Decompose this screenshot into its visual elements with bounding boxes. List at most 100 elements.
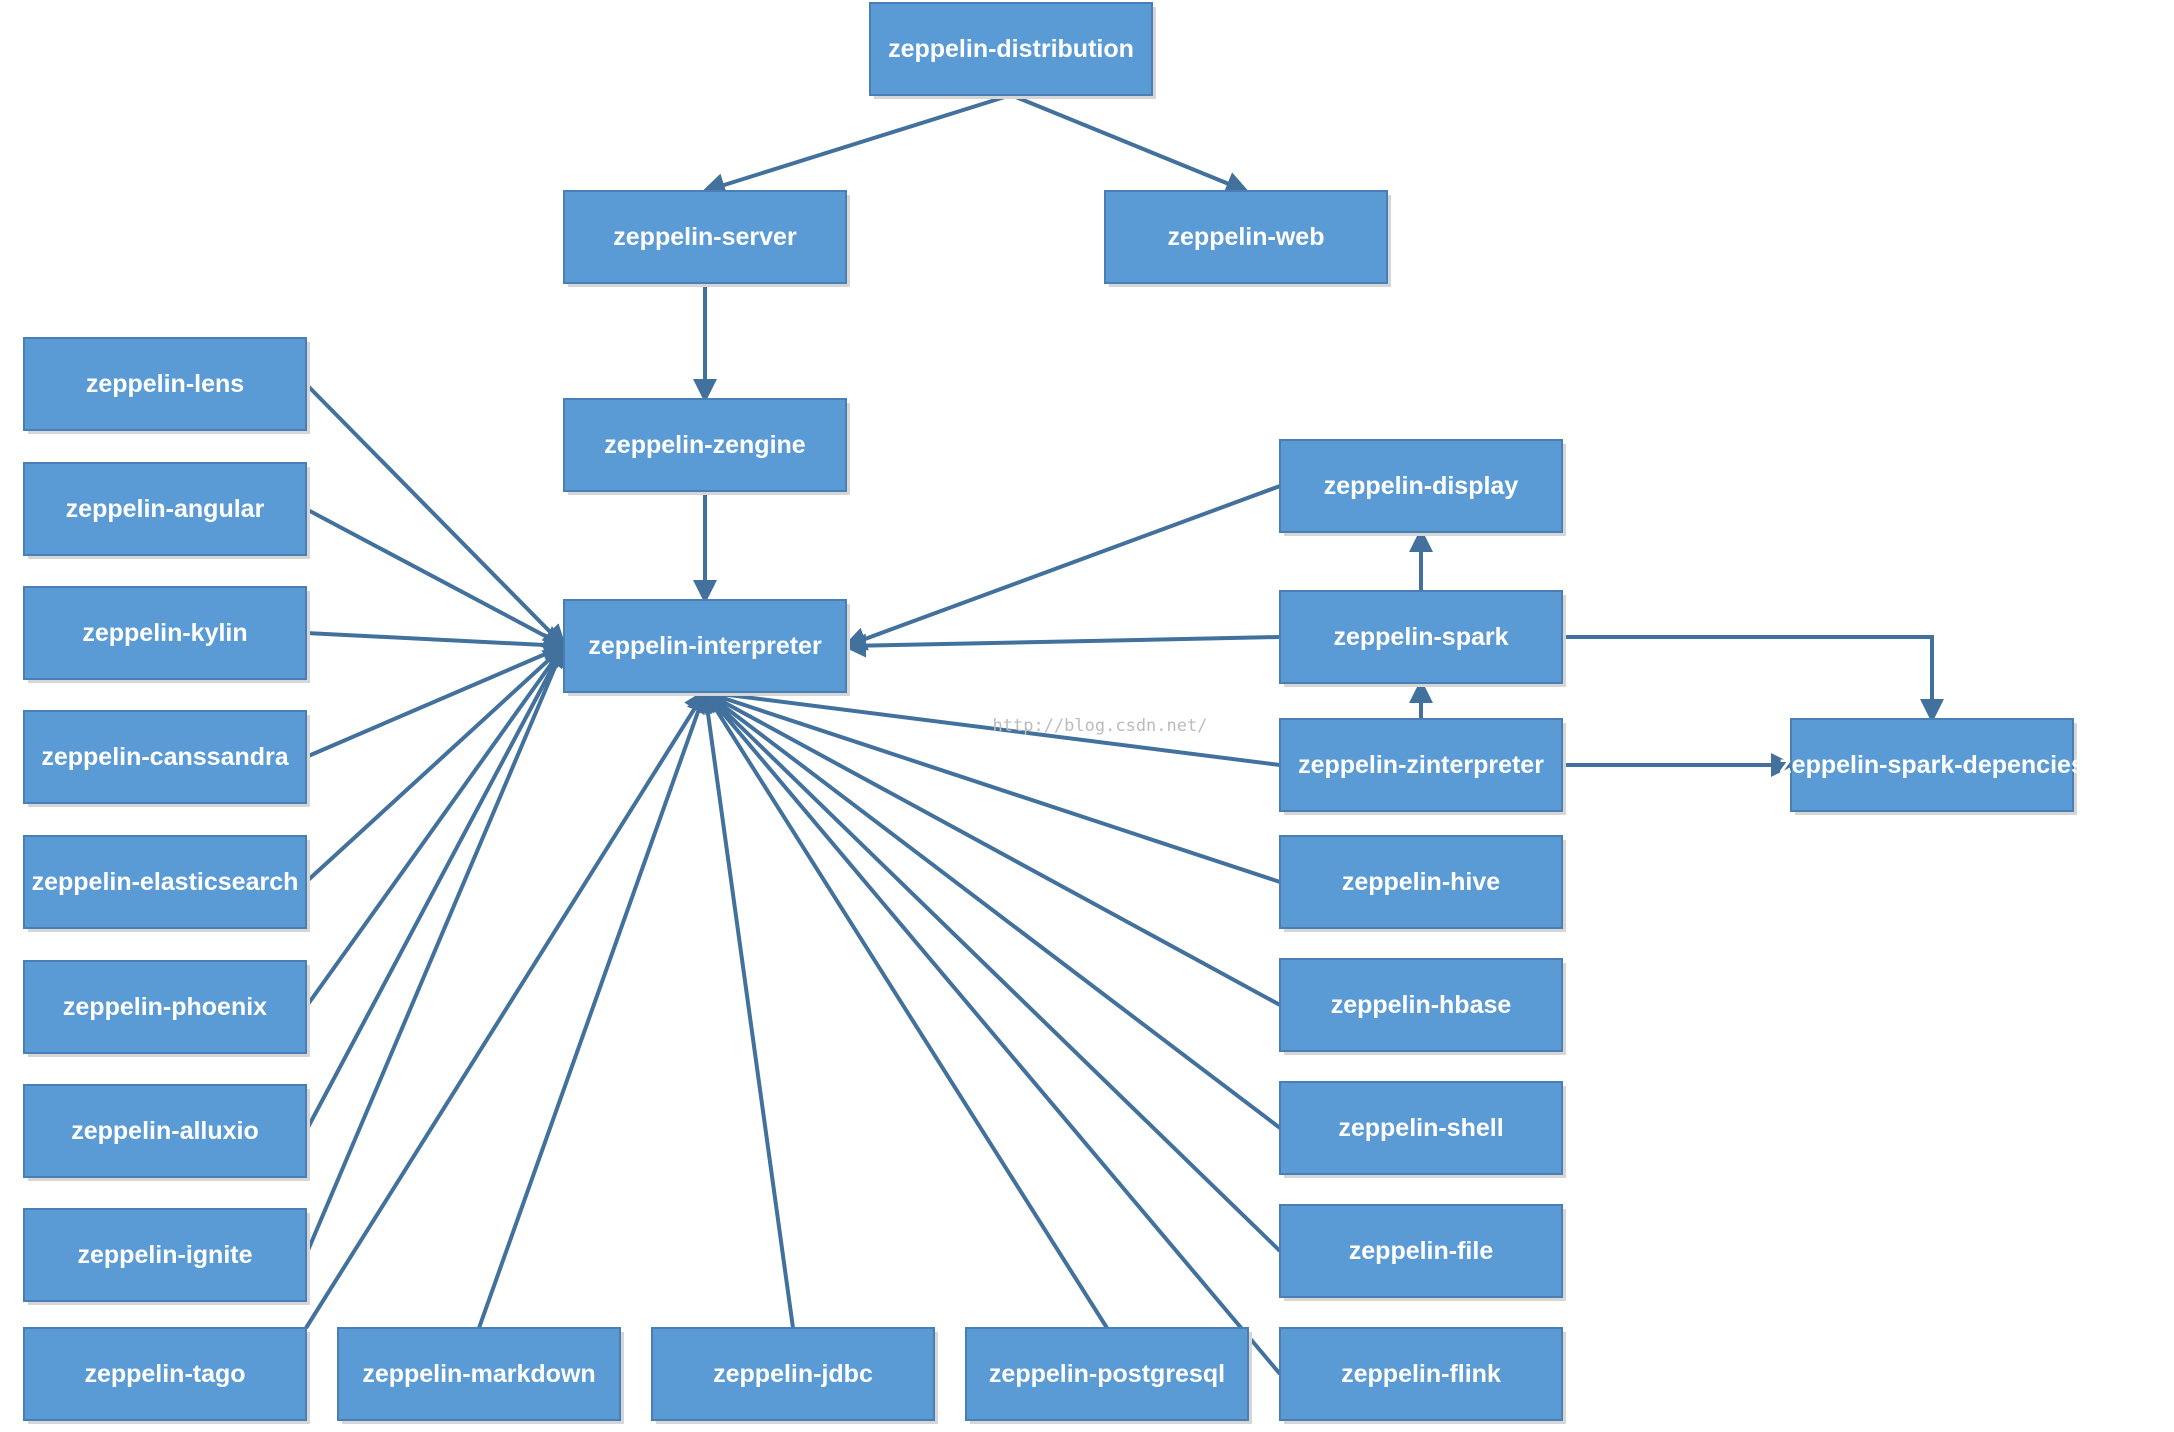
node-box xyxy=(563,398,847,492)
node-box xyxy=(1279,1327,1563,1421)
node-jdbc: zeppelin-jdbc xyxy=(651,1327,938,1424)
node-label: zeppelin-spark xyxy=(1333,623,1508,651)
node-box xyxy=(23,462,307,556)
edge-flink-to-interpreter xyxy=(702,688,1282,1376)
edge-markdown-to-interpreter xyxy=(477,688,710,1329)
edge-tago-to-interpreter xyxy=(304,688,708,1330)
node-label: zeppelin-spark-depencies xyxy=(1779,751,2085,779)
edge-file-to-interpreter xyxy=(702,689,1282,1253)
node-file: zeppelin-file xyxy=(1279,1204,1566,1301)
edge-hive-to-interpreter xyxy=(701,686,1281,884)
edges-layer xyxy=(304,93,1944,1376)
node-interpreter: zeppelin-interpreter xyxy=(563,599,850,696)
node-box xyxy=(563,599,847,693)
node-label: zeppelin-display xyxy=(1324,472,1519,500)
edge-phoenix-to-interpreter xyxy=(304,642,567,1009)
nodes-layer: zeppelin-distribution zeppelin-server zepp… xyxy=(23,2,2085,1424)
node-box xyxy=(1279,835,1563,929)
edge-distribution-to-web xyxy=(1010,93,1250,195)
node-label: zeppelin-jdbc xyxy=(713,1360,873,1388)
node-box xyxy=(23,1208,307,1302)
node-label: zeppelin-flink xyxy=(1341,1360,1501,1388)
node-box xyxy=(337,1327,621,1421)
node-box xyxy=(23,586,307,680)
node-label: zeppelin-interpreter xyxy=(588,632,822,660)
node-box xyxy=(1279,958,1563,1052)
node-box xyxy=(1279,1081,1563,1175)
node-label: zeppelin-alluxio xyxy=(71,1117,259,1145)
edge-spark-to-interpreter xyxy=(842,633,1281,658)
edge-alluxio-to-interpreter xyxy=(304,642,566,1132)
watermark-text: http://blog.csdn.net/ xyxy=(993,716,1208,736)
node-box xyxy=(23,337,307,431)
edge-canssandra-to-interpreter xyxy=(305,642,568,759)
node-box xyxy=(563,190,847,284)
edge-elasticsearch-to-interpreter xyxy=(304,643,567,884)
node-ignite: zeppelin-ignite xyxy=(23,1208,310,1305)
node-shell: zeppelin-shell xyxy=(1279,1081,1566,1178)
node-zengine: zeppelin-zengine xyxy=(563,398,850,495)
node-markdown: zeppelin-markdown xyxy=(337,1327,624,1424)
node-display: zeppelin-display xyxy=(1279,439,1566,536)
node-box xyxy=(23,1084,307,1178)
node-label: zeppelin-angular xyxy=(66,495,265,523)
node-label: zeppelin-server xyxy=(613,223,797,251)
node-label: zeppelin-hbase xyxy=(1331,991,1512,1019)
node-hbase: zeppelin-hbase xyxy=(1279,958,1566,1055)
edge-spark-to-spark_depencies xyxy=(1562,635,1944,723)
node-lens: zeppelin-lens xyxy=(23,337,310,434)
node-distribution: zeppelin-distribution xyxy=(869,2,1156,99)
node-box xyxy=(1279,1204,1563,1298)
node-flink: zeppelin-flink xyxy=(1279,1327,1566,1424)
node-box xyxy=(23,960,307,1054)
edge-jdbc-to-interpreter xyxy=(695,688,795,1329)
node-spark: zeppelin-spark xyxy=(1279,590,1566,687)
node-phoenix: zeppelin-phoenix xyxy=(23,960,310,1057)
node-label: zeppelin-markdown xyxy=(362,1360,595,1388)
node-label: zeppelin-shell xyxy=(1338,1114,1503,1142)
node-web: zeppelin-web xyxy=(1104,190,1391,287)
node-angular: zeppelin-angular xyxy=(23,462,310,559)
node-kylin: zeppelin-kylin xyxy=(23,586,310,683)
node-box xyxy=(869,2,1153,96)
edge-shell-to-interpreter xyxy=(701,689,1282,1130)
edge-lens-to-interpreter xyxy=(304,382,567,649)
edge-zinterpreter-to-interpreter xyxy=(701,682,1281,767)
edge-angular-to-interpreter xyxy=(305,507,568,648)
edge-hbase-to-interpreter xyxy=(701,690,1281,1007)
node-box xyxy=(1279,718,1563,812)
node-label: zeppelin-web xyxy=(1168,223,1325,251)
node-server: zeppelin-server xyxy=(563,190,850,287)
node-postgresql: zeppelin-postgresql xyxy=(965,1327,1252,1424)
node-box xyxy=(23,1327,307,1421)
node-spark_depencies: zeppelin-spark-depencies xyxy=(1779,718,2085,815)
edge-postgresql-to-interpreter xyxy=(702,688,1109,1330)
node-tago: zeppelin-tago xyxy=(23,1327,310,1424)
node-label: zeppelin-tago xyxy=(84,1360,245,1388)
node-box xyxy=(1104,190,1388,284)
node-label: zeppelin-zinterpreter xyxy=(1298,751,1544,779)
node-box xyxy=(1790,718,2074,812)
edge-kylin-to-interpreter xyxy=(305,631,568,657)
node-alluxio: zeppelin-alluxio xyxy=(23,1084,310,1181)
node-label: zeppelin-ignite xyxy=(78,1241,253,1269)
node-box xyxy=(1279,439,1563,533)
node-label: zeppelin-hive xyxy=(1342,868,1500,896)
node-label: zeppelin-elasticsearch xyxy=(32,868,299,896)
node-label: zeppelin-file xyxy=(1349,1237,1494,1265)
edge-ignite-to-interpreter xyxy=(304,642,568,1256)
node-elasticsearch: zeppelin-elasticsearch xyxy=(23,835,310,932)
node-label: zeppelin-canssandra xyxy=(41,743,289,771)
node-box xyxy=(1279,590,1563,684)
edge-display-to-interpreter xyxy=(842,484,1281,651)
node-label: zeppelin-distribution xyxy=(888,35,1134,63)
node-label: zeppelin-postgresql xyxy=(989,1360,1225,1388)
node-zinterpreter: zeppelin-zinterpreter xyxy=(1279,718,1566,815)
node-label: zeppelin-zengine xyxy=(604,431,806,459)
node-label: zeppelin-phoenix xyxy=(63,993,267,1021)
node-label: zeppelin-kylin xyxy=(82,619,247,647)
edge-distribution-to-server xyxy=(701,93,1012,197)
node-box xyxy=(23,835,307,929)
node-hive: zeppelin-hive xyxy=(1279,835,1566,932)
